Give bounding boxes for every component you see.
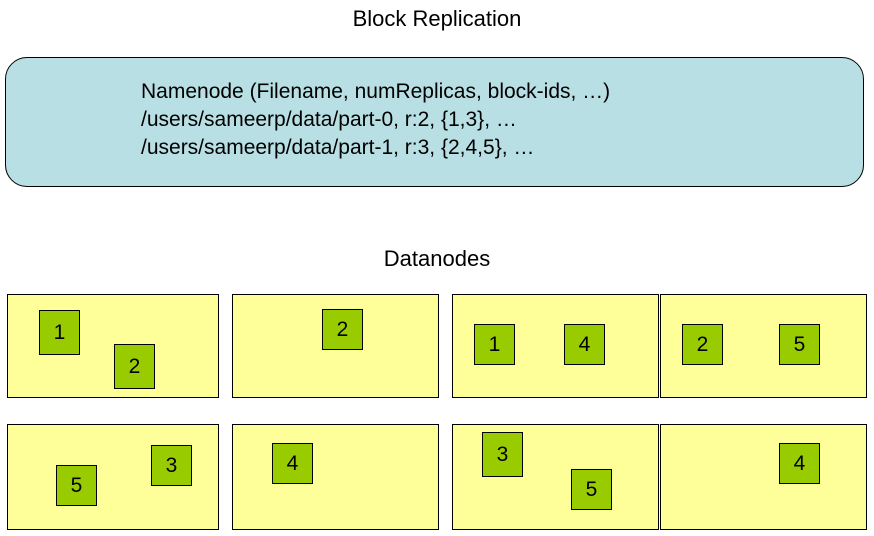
block-square-5[interactable]: 5 (571, 469, 612, 510)
namenode-metadata-text: Namenode (Filename, numReplicas, block-i… (141, 78, 610, 162)
datanode-8[interactable]: 4 (660, 424, 867, 530)
block-square-2[interactable]: 2 (682, 324, 723, 365)
namenode-line-2: /users/sameerp/data/part-0, r:2, {1,3}, … (141, 108, 517, 131)
datanode-6[interactable]: 4 (232, 424, 439, 530)
block-square-3[interactable]: 3 (482, 432, 523, 477)
block-square-2[interactable]: 2 (322, 309, 363, 350)
block-square-2[interactable]: 2 (114, 344, 155, 389)
block-square-4[interactable]: 4 (779, 443, 820, 484)
datanodes-section-label: Datanodes (383, 246, 491, 271)
block-square-4[interactable]: 4 (272, 443, 313, 484)
block-square-1[interactable]: 1 (39, 310, 80, 355)
block-square-4[interactable]: 4 (564, 324, 605, 365)
namenode-line-3: /users/sameerp/data/part-1, r:3, {2,4,5}… (141, 136, 535, 159)
block-square-5[interactable]: 5 (56, 465, 97, 506)
namenode-line-1: Namenode (Filename, numReplicas, block-i… (141, 80, 611, 103)
block-square-3[interactable]: 3 (151, 445, 192, 486)
block-square-1[interactable]: 1 (474, 324, 515, 365)
block-square-5[interactable]: 5 (779, 324, 820, 365)
namenode-box: Namenode (Filename, numReplicas, block-i… (5, 57, 864, 187)
page-title: Block Replication (352, 6, 522, 31)
datanode-2[interactable]: 2 (232, 294, 439, 398)
